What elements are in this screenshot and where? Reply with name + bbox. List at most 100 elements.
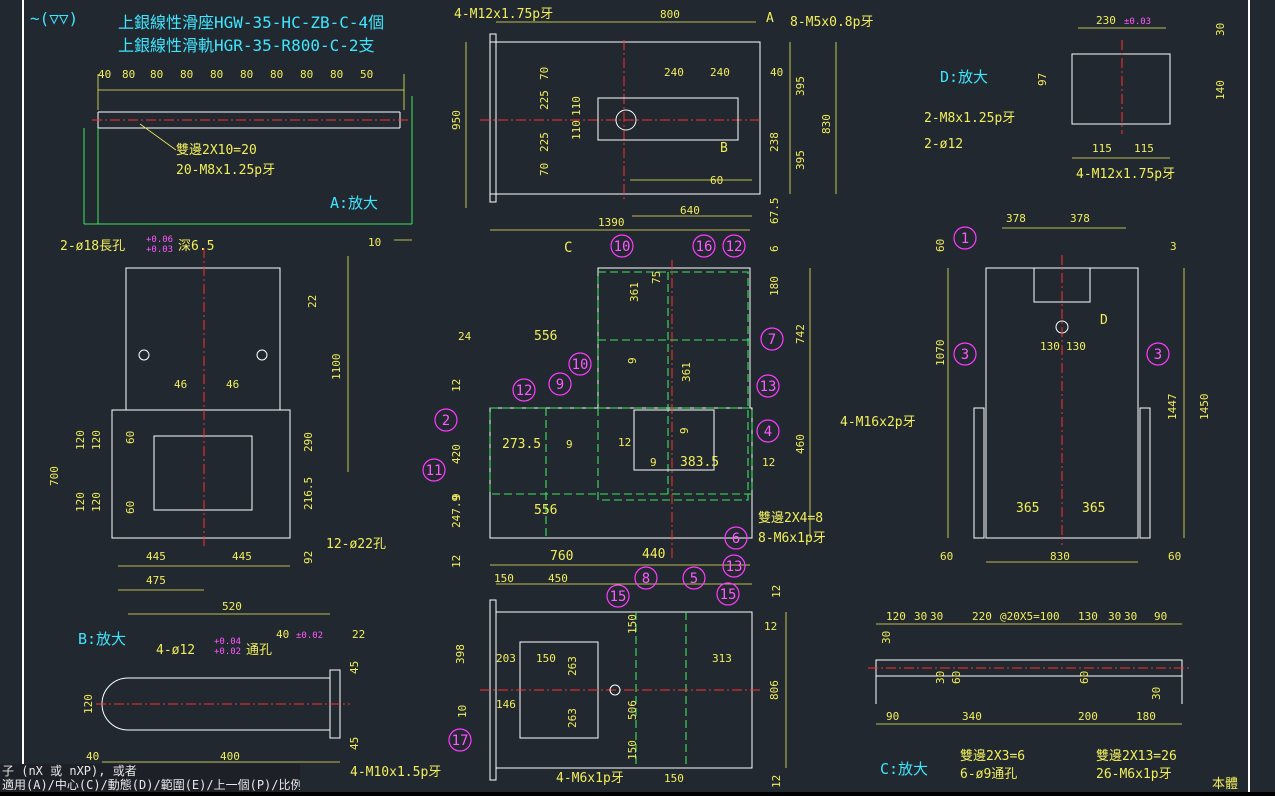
top-tap-b: 8-M5x0.8p牙 bbox=[790, 15, 873, 30]
mid-12d: 12 bbox=[450, 555, 463, 568]
bot-12a: 12 bbox=[770, 585, 783, 598]
d-tap: 2-M8x1.25p牙 bbox=[924, 111, 1015, 126]
mid-361b: 361 bbox=[680, 362, 693, 382]
callout-label: 12 bbox=[726, 239, 743, 255]
section-a-mark: A bbox=[766, 11, 774, 26]
d-tap2: 4-M12x1.75p牙 bbox=[1076, 167, 1175, 182]
section-c-mark: C bbox=[564, 240, 572, 256]
callout-bubble bbox=[568, 352, 592, 376]
r-60c: 60 bbox=[1168, 550, 1181, 563]
b-tap: 4-M10x1.5p牙 bbox=[350, 765, 441, 780]
a-dim-3: 80 bbox=[180, 68, 193, 81]
r-1070: 1070 bbox=[934, 340, 947, 367]
left-22: 22 bbox=[306, 295, 319, 308]
view-c-detail bbox=[868, 623, 1190, 725]
callout-label: 12 bbox=[516, 383, 533, 399]
bot-150d: 150 bbox=[626, 740, 639, 760]
body-label: 本體 bbox=[1212, 777, 1238, 792]
callout-bubbles: 1 2 3 3 4 5 6 7 8 9 10 10 11 12 12 13 13… bbox=[422, 226, 1170, 752]
c-90b: 90 bbox=[886, 710, 899, 723]
left-60b: 60 bbox=[124, 501, 137, 514]
bot-150e: 150 bbox=[664, 772, 684, 785]
b-400: 400 bbox=[220, 750, 240, 763]
callout-bubble bbox=[634, 566, 658, 590]
r-830: 830 bbox=[1050, 550, 1070, 563]
callout-bubble bbox=[606, 584, 630, 608]
b-22: 22 bbox=[352, 628, 365, 641]
slot-note: 2-ø18長孔 bbox=[60, 239, 125, 254]
bot-450: 450 bbox=[548, 572, 568, 585]
r-1450: 1450 bbox=[1198, 394, 1211, 421]
title-line-2: 上銀線性滑軌HGR-35-R800-C-2支 bbox=[118, 36, 375, 55]
d-115b: 115 bbox=[1134, 142, 1154, 155]
bot-12c: 12 bbox=[770, 775, 783, 788]
b-45b: 45 bbox=[348, 737, 361, 750]
callout-bubble bbox=[953, 226, 977, 250]
top-830: 830 bbox=[820, 114, 833, 134]
callout-label: 3 bbox=[961, 347, 969, 363]
c-60b: 60 bbox=[1078, 671, 1091, 684]
top-225a: 225 bbox=[538, 90, 551, 110]
r-3: 3 bbox=[1170, 240, 1177, 253]
a-dim-5: 80 bbox=[240, 68, 253, 81]
callout-label: 11 bbox=[426, 463, 443, 479]
r-365b: 365 bbox=[1082, 501, 1105, 516]
c-180: 180 bbox=[1136, 710, 1156, 723]
d-140: 140 bbox=[1214, 80, 1227, 100]
callout-bubble bbox=[953, 342, 977, 366]
left-front-view bbox=[111, 248, 349, 591]
top-240b: 240 bbox=[710, 66, 730, 79]
top-240a: 240 bbox=[664, 66, 684, 79]
left-120b: 120 bbox=[90, 430, 103, 450]
d-hole: 2-ø12 bbox=[924, 137, 963, 152]
b-hole-suffix: 通孔 bbox=[246, 643, 272, 658]
c-60a: 60 bbox=[950, 671, 963, 684]
bottom-tap: 4-M6x1p牙 bbox=[556, 771, 624, 786]
top-plan-view bbox=[465, 21, 837, 217]
mid-9d: 9 bbox=[678, 427, 691, 434]
section-b-mark: B bbox=[720, 141, 728, 156]
r-130b: 130 bbox=[1066, 340, 1086, 353]
a-dim-2: 80 bbox=[150, 68, 163, 81]
callout-label: 6 bbox=[732, 531, 740, 547]
slot-tol-l: +0.03 bbox=[146, 245, 173, 255]
b-hole: 4-ø12 bbox=[156, 643, 195, 658]
mid-2479: 247.9 bbox=[450, 495, 463, 528]
center-main-view bbox=[489, 229, 811, 566]
b-520: 520 bbox=[222, 600, 242, 613]
callout-bubble bbox=[756, 419, 780, 443]
top-110b: 110 bbox=[570, 120, 583, 140]
left-120c: 120 bbox=[74, 492, 87, 512]
mid-2735: 273.5 bbox=[502, 437, 541, 452]
c-220: 220 bbox=[972, 610, 992, 623]
callout-label: 15 bbox=[720, 587, 737, 603]
command-prompt-line[interactable]: 適用(A)/中心(C)/動態(D)/範圍(E)/上一個(P)/比例(S)/窗口(… bbox=[2, 778, 300, 792]
left-120d: 120 bbox=[90, 492, 103, 512]
bot-150c: 150 bbox=[626, 614, 639, 634]
callout-label: 7 bbox=[768, 332, 776, 348]
mid-12b: 12 bbox=[618, 436, 631, 449]
top-40: 40 bbox=[770, 66, 783, 79]
callout-bubble bbox=[682, 566, 706, 590]
mid-180: 180 bbox=[768, 276, 781, 296]
c-note-a: 雙邊2X3=6 bbox=[960, 749, 1025, 764]
left-2165: 216.5 bbox=[302, 477, 315, 510]
left-46a: 46 bbox=[174, 378, 187, 391]
bot-10: 10 bbox=[456, 705, 469, 718]
top-675: 67.5 bbox=[768, 198, 781, 225]
command-line[interactable]: 子 (nX 或 nXP), 或者 適用(A)/中心(C)/動態(D)/範圍(E)… bbox=[0, 764, 300, 792]
callout-bubble bbox=[716, 582, 740, 606]
mid-1390: 1390 bbox=[598, 216, 625, 229]
left-92: 92 bbox=[302, 551, 315, 564]
c-note-c: 雙邊2X13=26 bbox=[1096, 749, 1177, 764]
callout-label: 13 bbox=[760, 379, 777, 395]
callout-label: 10 bbox=[614, 239, 631, 255]
callout-bubble bbox=[448, 728, 472, 752]
mid-24: 24 bbox=[458, 330, 472, 343]
r-378b: 378 bbox=[1070, 212, 1090, 225]
bot-506: 506 bbox=[626, 700, 639, 720]
b-40: 40 bbox=[276, 628, 289, 641]
view-c-label: C:放大 bbox=[880, 760, 928, 778]
